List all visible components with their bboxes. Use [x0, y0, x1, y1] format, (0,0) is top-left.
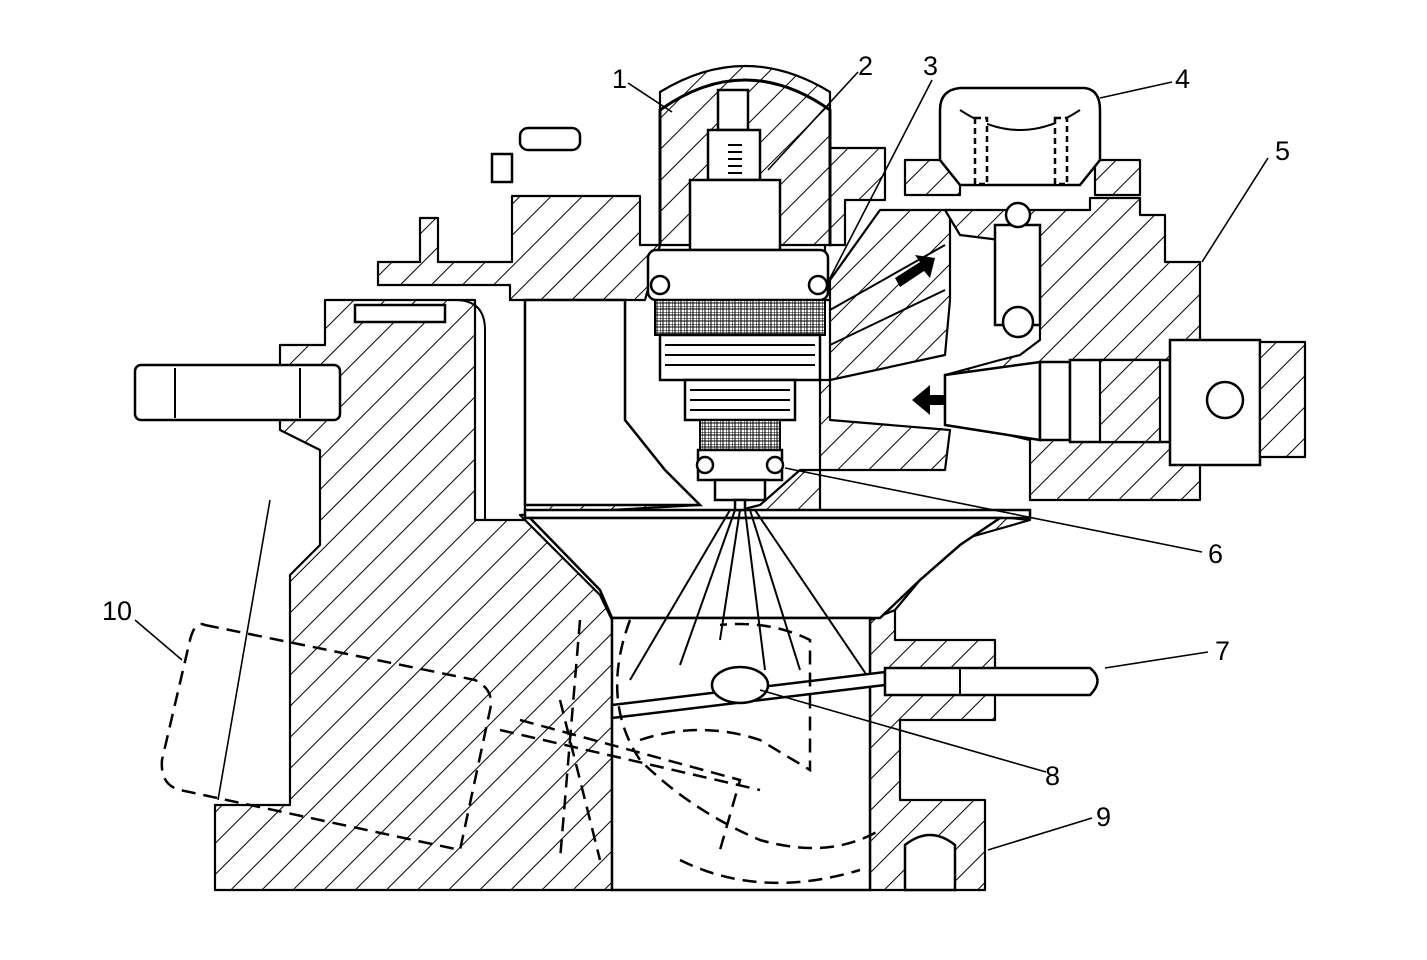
arrow-out-icon: [895, 255, 935, 287]
leader-3: [827, 79, 933, 283]
leader-1: [627, 82, 673, 113]
mounting-boss: [903, 833, 957, 892]
callout-2: 2: [858, 51, 873, 81]
throttle-shaft-and-plate: [610, 665, 1099, 720]
leader-10: [134, 619, 183, 661]
leader-6: [784, 467, 1203, 553]
injector-cap-dome: [490, 78, 832, 247]
leader-2: [767, 71, 859, 171]
fuel-inlet-fitting: [943, 338, 1307, 467]
leader-8: [759, 689, 1047, 773]
fuel-return-fitting: [133, 299, 486, 520]
fuel-injector: [646, 88, 830, 512]
leader-4: [1099, 81, 1173, 99]
callout-8: 8: [1045, 761, 1060, 791]
callout-1: 1: [612, 64, 627, 94]
callout-4: 4: [1175, 64, 1190, 94]
leader-9: [987, 817, 1093, 851]
callout-7: 7: [1215, 636, 1230, 666]
leader-lines: [134, 71, 1269, 851]
callout-5: 5: [1275, 136, 1290, 166]
callout-10: 10: [102, 596, 132, 626]
arrow-in-icon: [912, 385, 960, 415]
leader-7: [1104, 651, 1209, 669]
callout-9: 9: [1096, 802, 1111, 832]
fuel-flow-arrows: [829, 244, 960, 415]
hidden-throttle-linkage: [160, 619, 881, 885]
fuel-spray-pattern: [629, 509, 871, 681]
pressure-regulator: [938, 86, 1102, 339]
leader-5: [1201, 157, 1269, 263]
callout-3: 3: [923, 51, 938, 81]
callout-6: 6: [1208, 539, 1223, 569]
callout-labels: 1 2 3 4 5 6 7 8 9 10: [102, 51, 1290, 832]
